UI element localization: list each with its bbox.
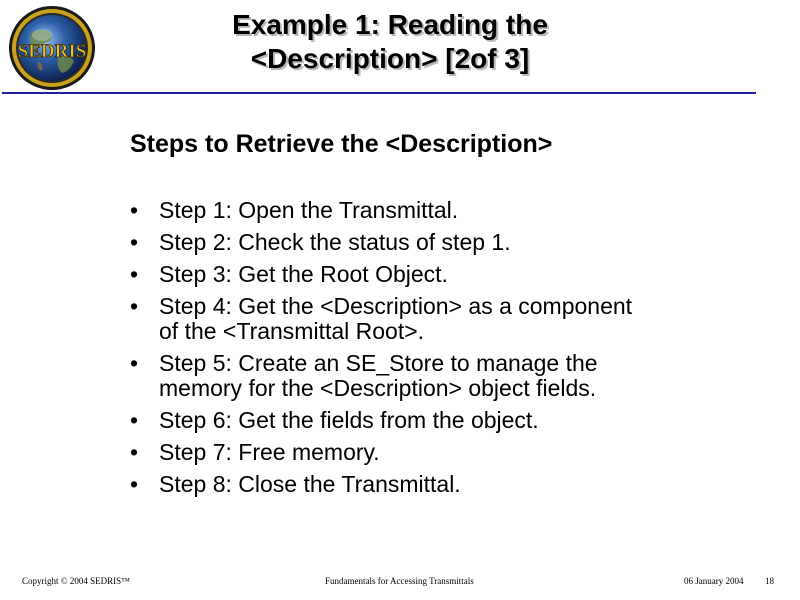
title-divider — [2, 92, 756, 94]
bullet-icon: • — [130, 229, 139, 255]
footer-date: 06 January 2004 — [684, 576, 744, 586]
step-item: • Step 1: Open the Transmittal. — [130, 198, 750, 223]
footer-page-number: 18 — [765, 576, 774, 586]
steps-list: • Step 1: Open the Transmittal. • Step 2: C… — [130, 198, 750, 504]
step-text-line-1: Step 1: Open the Transmittal. — [159, 197, 459, 223]
step-text-line-1: Step 5: Create an SE_Store to manage the — [159, 350, 598, 376]
step-text-line-2: of the <Transmittal Root>. — [159, 318, 425, 344]
step-item: • Step 3: Get the Root Object. — [130, 262, 750, 287]
footer-copyright: Copyright © 2004 SEDRIS™ — [22, 576, 130, 586]
slide-title: Example 1: Reading the <Description> [2o… — [130, 8, 650, 76]
bullet-icon: • — [130, 439, 139, 465]
slide-title-line-1: Example 1: Reading the — [232, 9, 548, 40]
step-item: • Step 2: Check the status of step 1. — [130, 230, 750, 255]
step-text-line-1: Step 4: Get the <Description> as a compo… — [159, 293, 633, 319]
bullet-icon: • — [130, 350, 139, 376]
logo-text: SEDRIS — [18, 41, 87, 62]
step-item: • Step 6: Get the fields from the object. — [130, 408, 750, 433]
bullet-icon: • — [130, 293, 139, 319]
step-text-line-2: memory for the <Description> object fiel… — [159, 375, 597, 401]
bullet-icon: • — [130, 261, 139, 287]
step-text-line-1: Step 8: Close the Transmittal. — [159, 471, 461, 497]
footer-title: Fundamentals for Accessing Transmittals — [325, 576, 474, 586]
bullet-icon: • — [130, 197, 139, 223]
step-item: • Step 8: Close the Transmittal. — [130, 472, 750, 497]
bullet-icon: • — [130, 471, 139, 497]
step-item: • Step 5: Create an SE_Store to manage th… — [130, 351, 750, 401]
step-item: • Step 4: Get the <Description> as a comp… — [130, 294, 750, 344]
step-text-line-1: Step 6: Get the fields from the object. — [159, 407, 539, 433]
slide-subtitle: Steps to Retrieve the <Description> — [130, 130, 553, 158]
step-item: • Step 7: Free memory. — [130, 440, 750, 465]
slide-title-line-2: <Description> [2of 3] — [250, 43, 530, 74]
bullet-icon: • — [130, 407, 139, 433]
step-text-line-1: Step 3: Get the Root Object. — [159, 261, 448, 287]
sedris-logo-icon: SEDRIS — [9, 6, 95, 90]
step-text-line-1: Step 2: Check the status of step 1. — [159, 229, 511, 255]
step-text-line-1: Step 7: Free memory. — [159, 439, 380, 465]
